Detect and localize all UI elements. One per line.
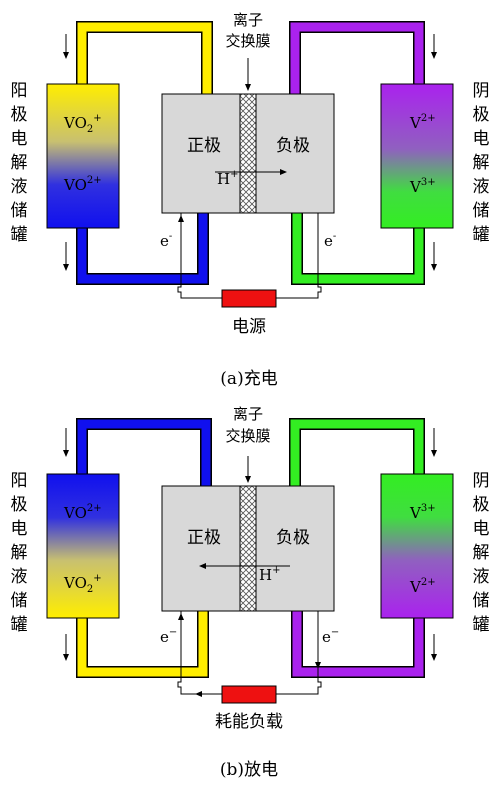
charge-negative-electrode: 负极 <box>276 136 310 156</box>
svg-text:电: 电 <box>11 519 28 539</box>
svg-text:阴: 阴 <box>473 81 490 101</box>
discharge-right-lower-pipe <box>292 611 424 677</box>
discharge-load <box>221 685 277 704</box>
discharge-right-top-ion: V3+ <box>409 503 436 522</box>
svg-text:液: 液 <box>11 177 28 197</box>
svg-text:储: 储 <box>11 591 28 611</box>
discharge-right-upper-pipe <box>290 419 424 486</box>
discharge-left-top-ion: VO2+ <box>63 503 102 522</box>
charge-right-tank-label: 阴 极 电 解 液 储 罐 <box>473 81 490 245</box>
svg-text:极: 极 <box>473 105 490 125</box>
charge-left-tank-label: 阳 极 电 解 液 储 罐 <box>11 81 28 245</box>
svg-text:极: 极 <box>11 105 28 125</box>
svg-text:罐: 罐 <box>473 615 490 635</box>
svg-text:极: 极 <box>473 495 490 515</box>
svg-text:解: 解 <box>473 153 490 173</box>
discharge-circuit-wire <box>177 611 222 695</box>
charge-electron-right: e- <box>324 231 336 250</box>
charge-circuit-wire <box>177 213 222 299</box>
charge-left-top-ion: VO2+ <box>63 113 102 135</box>
svg-text:储: 储 <box>473 591 490 611</box>
charge-caption: (a)充电 <box>220 369 277 389</box>
svg-text:解: 解 <box>473 543 490 563</box>
discharge-positive-electrode: 正极 <box>187 528 221 548</box>
discharge-left-lower-pipe <box>77 611 208 677</box>
charge-power-source <box>221 289 277 308</box>
discharge-membrane-label-2: 交换膜 <box>225 427 270 445</box>
charge-right-top-ion: V2+ <box>409 113 436 132</box>
charge-membrane <box>239 93 257 214</box>
svg-text:储: 储 <box>473 201 490 221</box>
svg-text:电: 电 <box>11 129 28 149</box>
discharge-diagram: 离子 交换膜 阳 极 电 解 液 储 罐 阴 极 电 解 液 储 罐 VO2+ … <box>11 405 490 780</box>
charge-right-bottom-ion: V3+ <box>409 177 436 196</box>
discharge-electron-right: e− <box>322 627 339 646</box>
svg-text:储: 储 <box>11 201 28 221</box>
discharge-left-tank-label: 阳 极 电 解 液 储 罐 <box>11 471 28 635</box>
svg-text:液: 液 <box>473 177 490 197</box>
svg-text:电: 电 <box>473 129 490 149</box>
discharge-negative-electrode: 负极 <box>276 528 310 548</box>
discharge-right-tank-label: 阴 极 电 解 液 储 罐 <box>473 471 490 635</box>
discharge-proton: H+ <box>259 565 280 584</box>
svg-text:极: 极 <box>11 495 28 515</box>
svg-text:阳: 阳 <box>11 81 28 101</box>
discharge-left-tank <box>46 473 120 619</box>
discharge-right-bottom-ion: V2+ <box>409 577 436 596</box>
charge-electron-left: e- <box>160 231 172 250</box>
svg-text:液: 液 <box>473 567 490 587</box>
charge-diagram: 离子 交换膜 阳 极 电 解 液 储 罐 阴 极 电 解 液 储 罐 VO2+ … <box>11 11 490 389</box>
charge-membrane-label-2: 交换膜 <box>225 32 270 50</box>
discharge-load-label: 耗能负载 <box>215 712 283 732</box>
svg-text:阴: 阴 <box>473 471 490 491</box>
charge-positive-electrode: 正极 <box>187 136 221 156</box>
svg-text:阳: 阳 <box>11 471 28 491</box>
discharge-membrane-label-1: 离子 <box>233 405 263 423</box>
charge-membrane-label-1: 离子 <box>233 11 263 29</box>
svg-text:电: 电 <box>473 519 490 539</box>
svg-text:罐: 罐 <box>11 225 28 245</box>
charge-right-tank <box>380 83 454 229</box>
charge-power-label: 电源 <box>232 317 266 337</box>
svg-text:解: 解 <box>11 543 28 563</box>
charge-left-bottom-ion: VO2+ <box>63 175 102 194</box>
svg-text:液: 液 <box>11 567 28 587</box>
svg-text:解: 解 <box>11 153 28 173</box>
discharge-caption: (b)放电 <box>220 760 278 780</box>
svg-text:罐: 罐 <box>473 225 490 245</box>
charge-left-tank <box>46 83 120 229</box>
charge-proton: H+ <box>217 169 238 188</box>
discharge-left-upper-pipe <box>77 419 211 486</box>
discharge-right-tank <box>380 473 454 619</box>
svg-text:罐: 罐 <box>11 615 28 635</box>
discharge-electron-left: e− <box>160 627 177 646</box>
discharge-membrane <box>239 485 257 612</box>
discharge-left-bottom-ion: VO2+ <box>63 573 102 595</box>
